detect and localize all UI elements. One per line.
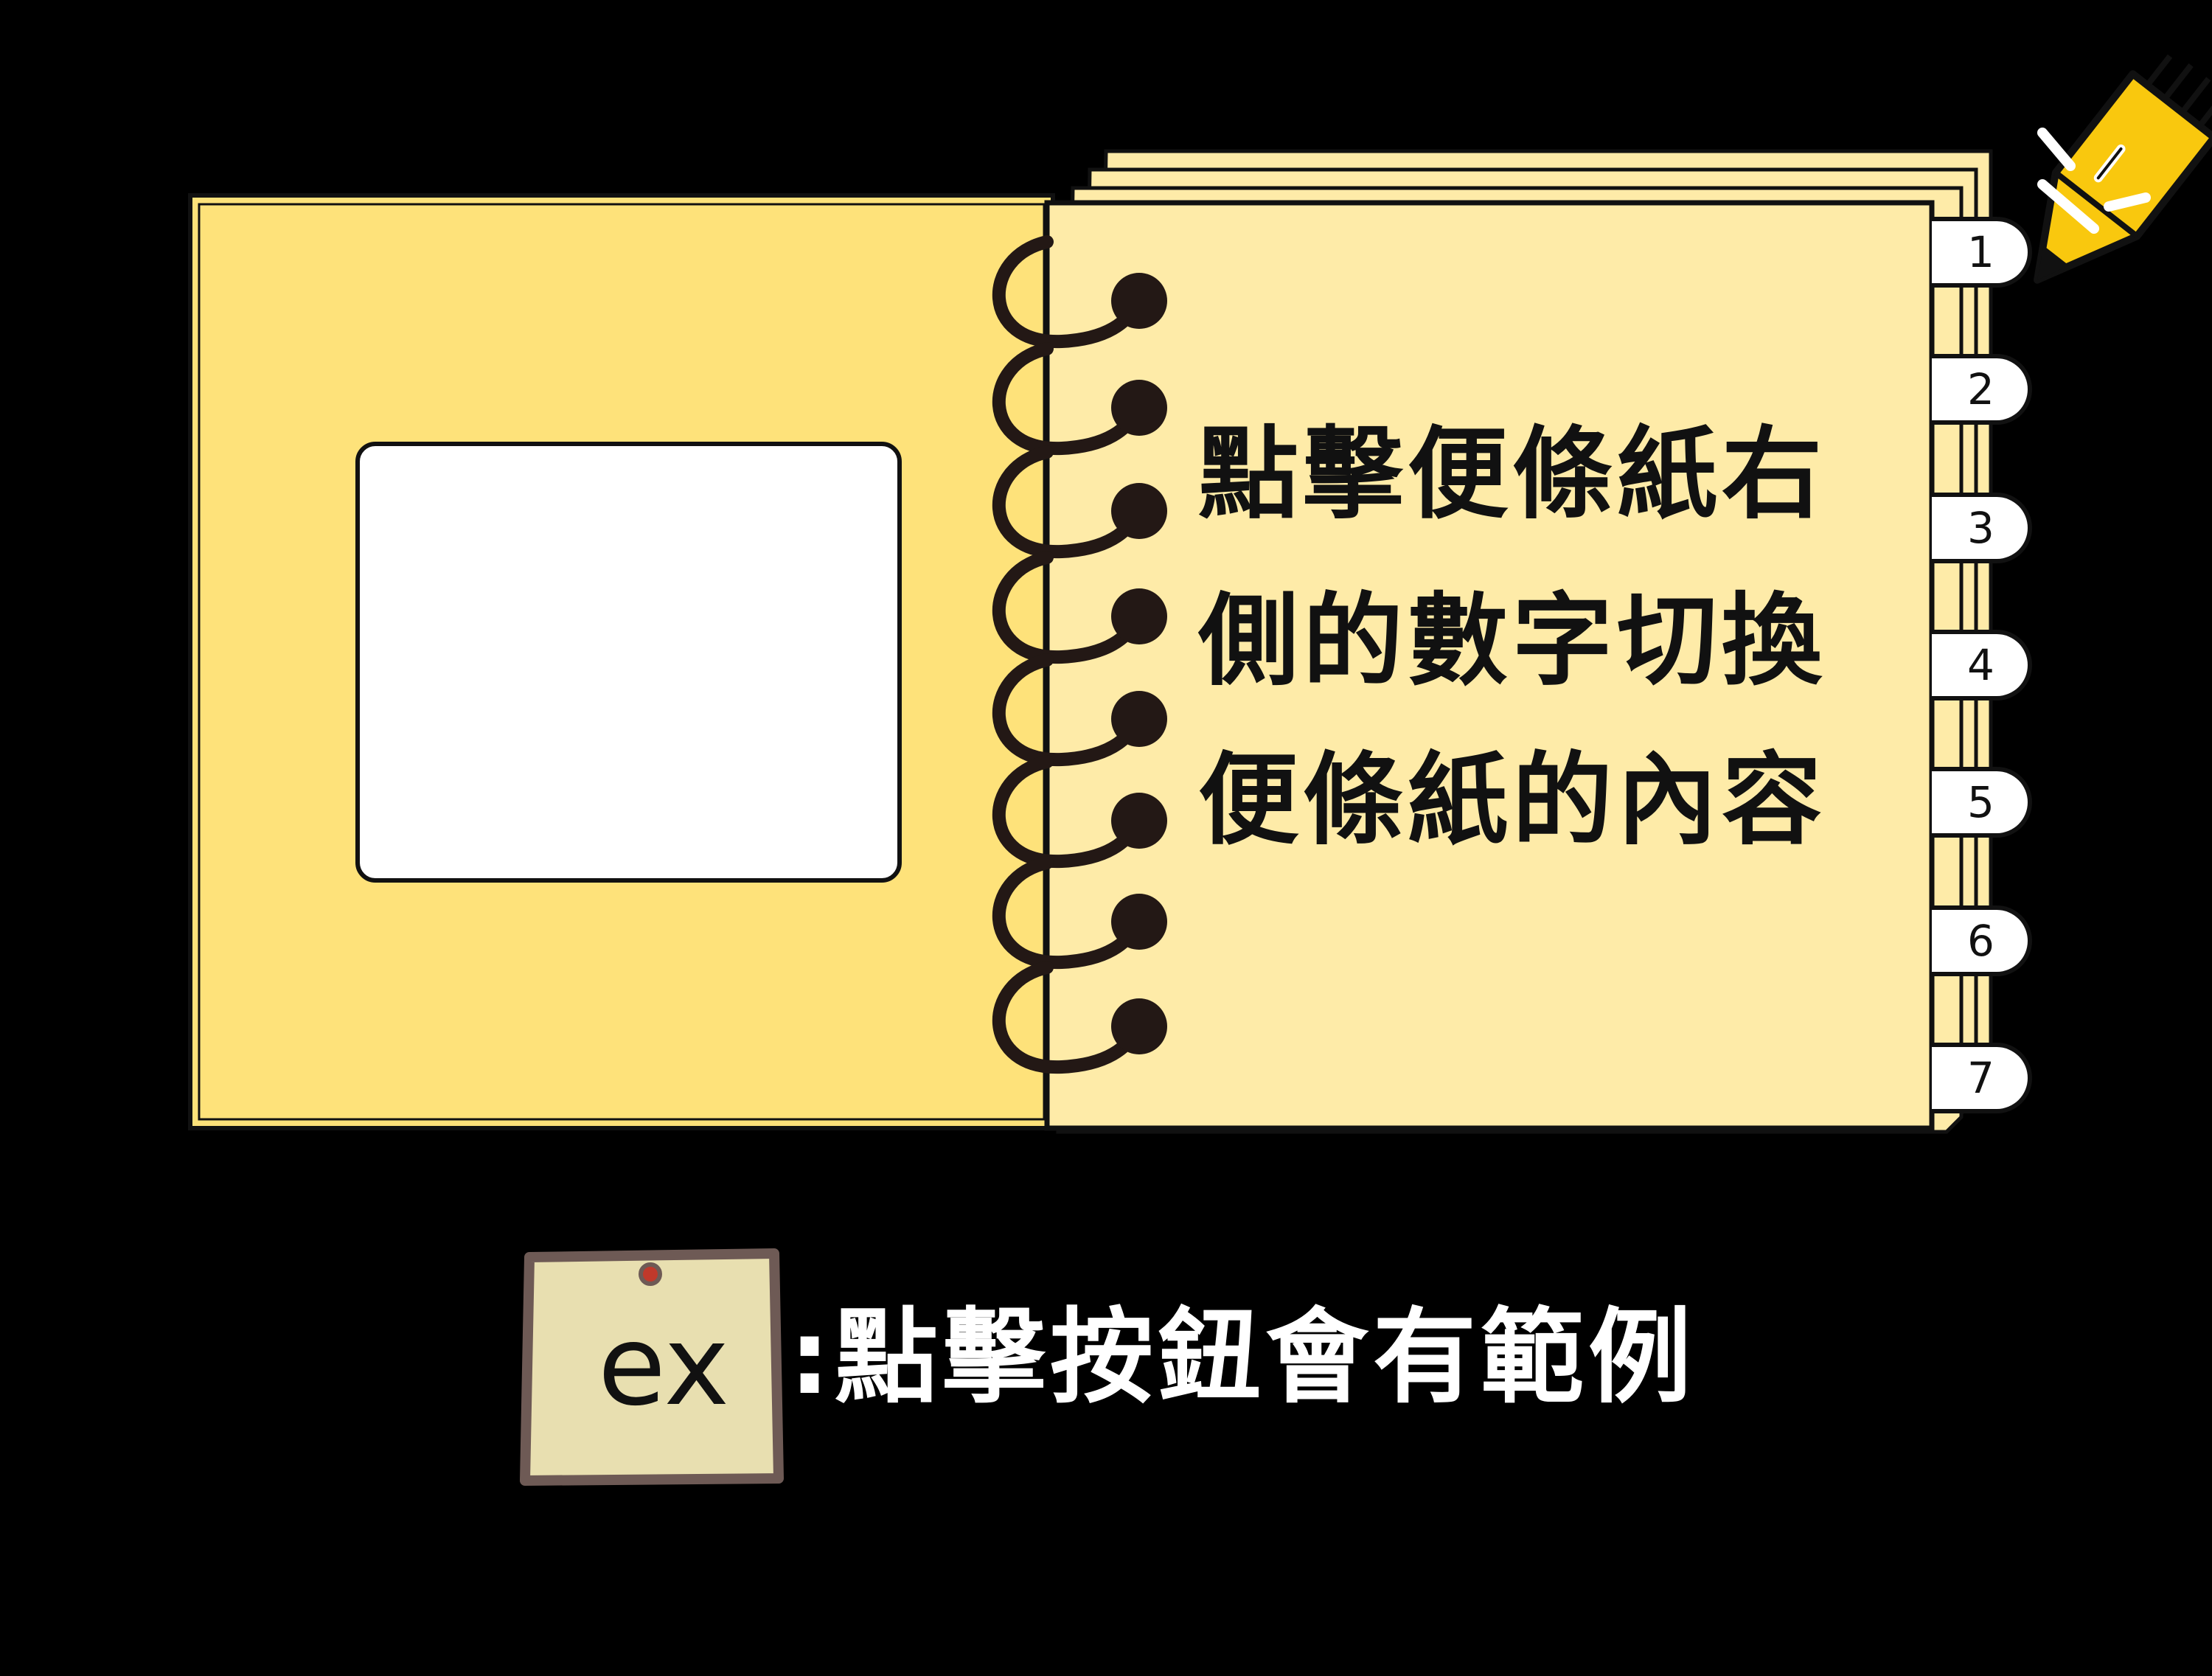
tab-label: 2 — [1967, 364, 1994, 414]
instruction-line-2: 側的數字切換 — [1198, 583, 1826, 700]
spiral-ring — [992, 551, 1167, 664]
tab-label: 6 — [1967, 916, 1994, 966]
sparkle-marks — [2037, 128, 2151, 234]
right-page — [1044, 200, 1935, 1131]
tab-label: 5 — [1967, 777, 1994, 827]
example-button[interactable]: ex — [597, 1302, 730, 1430]
image-placeholder — [355, 442, 902, 883]
tab-4[interactable]: 4 — [1932, 630, 2032, 700]
spiral-ring — [992, 235, 1167, 349]
tab-6[interactable]: 6 — [1932, 905, 2032, 976]
tab-label: 4 — [1967, 640, 1994, 690]
example-note — [520, 1248, 784, 1486]
tab-label: 3 — [1967, 503, 1994, 553]
spiral-ring — [992, 961, 1167, 1074]
spiral-ring — [992, 445, 1167, 559]
tab-5[interactable]: 5 — [1932, 767, 2032, 838]
spiral-ring — [992, 856, 1167, 970]
pin-icon — [639, 1262, 662, 1286]
tab-2[interactable]: 2 — [1932, 354, 2032, 425]
instruction-line-3: 便條紙的內容 — [1198, 743, 1826, 859]
example-caption: :點擊按鈕會有範例 — [789, 1298, 1696, 1418]
spiral-binding — [992, 235, 1167, 1074]
pencil-pointer-icon — [2034, 54, 2212, 284]
tab-label: 1 — [1967, 227, 1994, 277]
tab-1[interactable]: 1 — [1932, 217, 2032, 288]
instruction-line-1: 點擊便條紙右 — [1198, 417, 1826, 533]
tab-3[interactable]: 3 — [1932, 493, 2032, 563]
tab-label: 7 — [1967, 1053, 1994, 1103]
spiral-ring — [992, 342, 1167, 456]
tab-7[interactable]: 7 — [1932, 1043, 2032, 1113]
